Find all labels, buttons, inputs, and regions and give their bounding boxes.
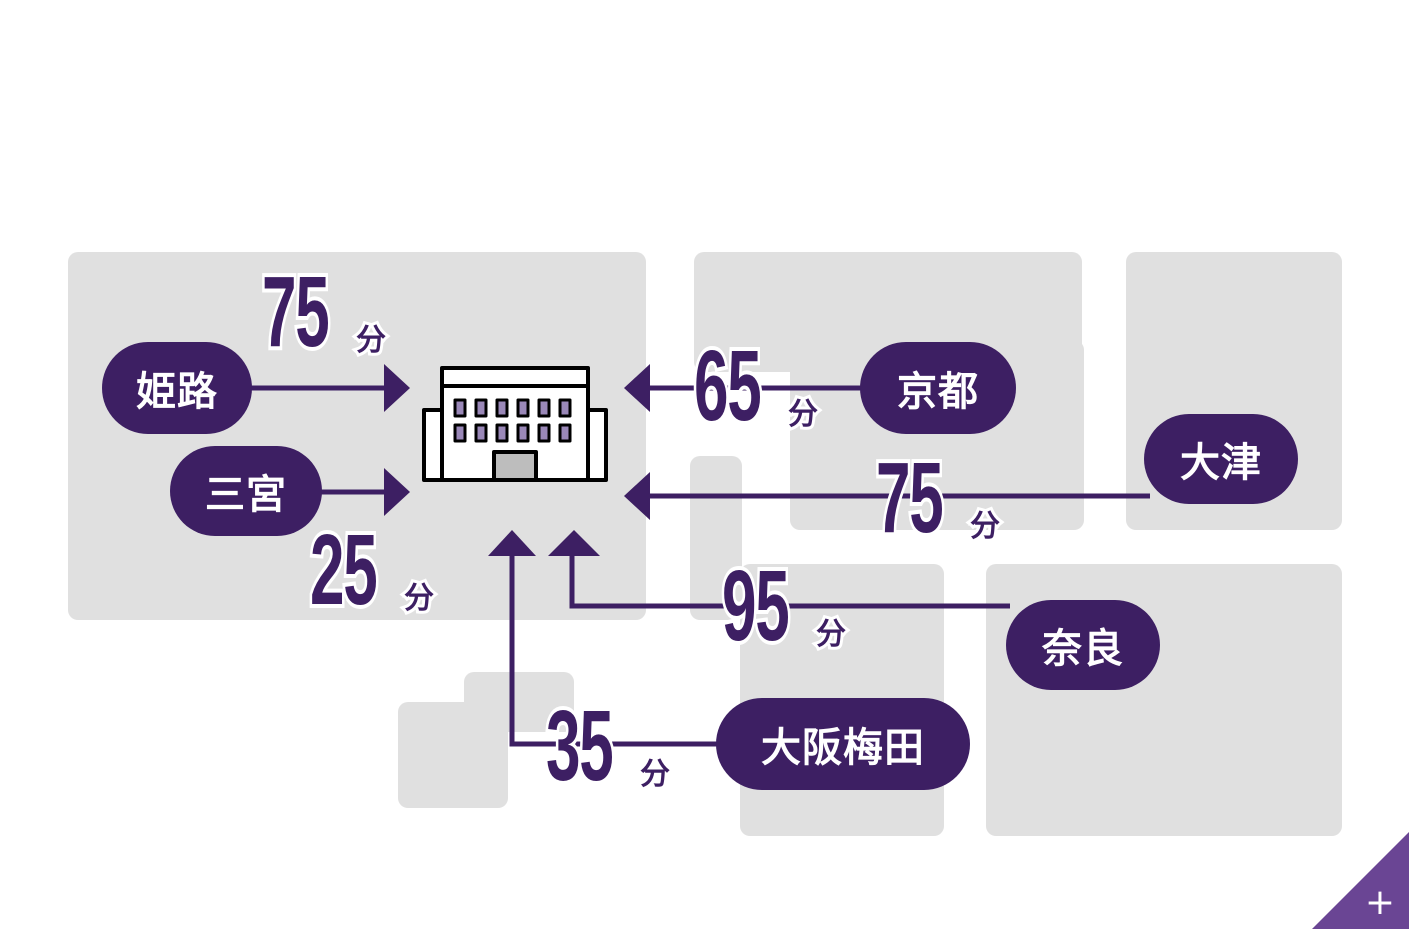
station-himeji: 姫路 xyxy=(102,342,252,434)
station-otsu: 大津 xyxy=(1144,414,1298,504)
arrowhead-icon xyxy=(548,530,600,556)
plus-icon: + xyxy=(1364,882,1395,923)
arrowhead-icon xyxy=(488,530,536,556)
arrowhead-icon xyxy=(384,468,410,516)
station-sannomiya: 三宮 xyxy=(170,446,322,536)
arrowhead-icon xyxy=(624,364,650,412)
region-block xyxy=(690,456,742,620)
route-line-nara xyxy=(569,550,1010,609)
station-kyoto: 京都 xyxy=(860,342,1016,434)
arrowhead-icon xyxy=(384,364,410,412)
office-building-icon xyxy=(422,366,608,482)
station-nara: 奈良 xyxy=(1006,600,1160,690)
route-line-osaka xyxy=(509,550,720,747)
arrowhead-icon xyxy=(624,472,650,520)
region-block xyxy=(464,672,574,732)
station-osaka-umeda: 大阪梅田 xyxy=(716,698,970,790)
